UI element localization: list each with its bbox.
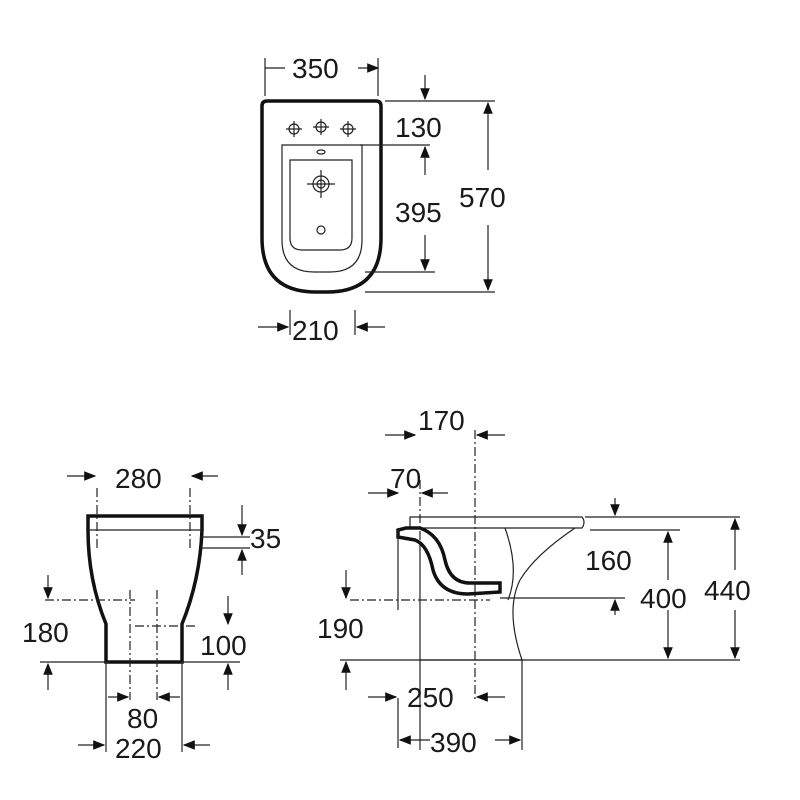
front-view: 280 35 180 100 80 220 (22, 463, 281, 764)
dim-250: 250 (407, 682, 454, 713)
dim-130: 130 (395, 112, 442, 143)
dim-440: 440 (704, 575, 751, 606)
side-view: 170 70 160 400 440 190 250 390 (317, 405, 751, 758)
front-centerlines (45, 488, 195, 700)
dim-570: 570 (459, 182, 506, 213)
top-dimension-lines (258, 58, 495, 335)
dim-280: 280 (115, 463, 162, 494)
dim-170: 170 (418, 405, 465, 436)
dim-390: 390 (430, 727, 477, 758)
bowl-inner (289, 159, 353, 251)
side-dimension-lines (340, 430, 740, 750)
dim-160: 160 (585, 545, 632, 576)
side-centerlines (350, 430, 490, 700)
trap (396, 526, 502, 596)
dim-400: 400 (640, 583, 687, 614)
dim-180: 180 (22, 617, 69, 648)
pedestal-outline (419, 527, 576, 661)
dim-100: 100 (200, 630, 247, 661)
dim-35: 35 (250, 523, 281, 554)
bowl-rim (281, 144, 363, 273)
dim-395: 395 (395, 197, 442, 228)
dim-210: 210 (292, 315, 339, 346)
dim-220: 220 (115, 733, 162, 764)
tap-hole-icons (286, 119, 356, 235)
top-view: 350 130 395 570 210 (258, 53, 506, 346)
dim-190: 190 (317, 613, 364, 644)
seat-lid (409, 516, 585, 529)
dim-80: 80 (127, 703, 158, 734)
dim-350: 350 (292, 53, 339, 84)
dim-70: 70 (390, 463, 421, 494)
front-view-outline (86, 514, 204, 664)
front-dimension-lines (40, 471, 250, 752)
